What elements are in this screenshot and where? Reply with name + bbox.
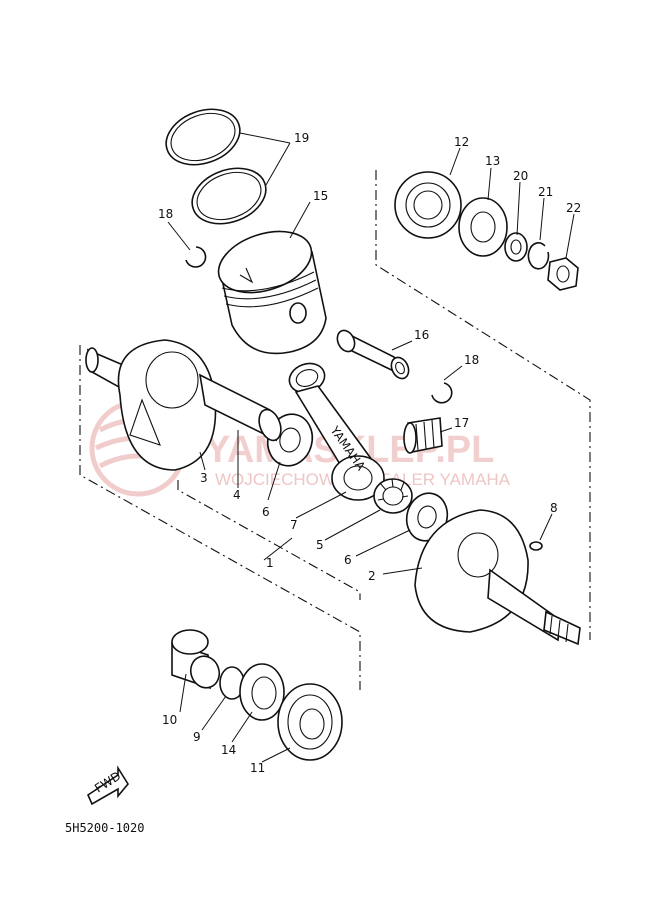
callout-18-upper: 18: [158, 207, 173, 221]
callout-12: 12: [454, 135, 469, 149]
big-end-bearing: [373, 478, 413, 514]
circlip-lower: [431, 382, 453, 404]
diagram-code: 5H5200-1020: [65, 821, 144, 835]
woodruff-key: [529, 541, 543, 551]
oil-seal-13: [458, 197, 508, 257]
washer-20: [504, 232, 528, 262]
bearing-12: [394, 171, 462, 239]
piston-rings: [165, 108, 267, 225]
callout-3: 3: [200, 471, 208, 485]
bearing-11: [277, 683, 343, 761]
circlip-upper: [185, 246, 207, 268]
group-boundaries: [79, 170, 591, 690]
leader-lines: [167, 132, 575, 763]
callout-22: 22: [566, 201, 581, 215]
callout-labels: 1 2 3 4 5 6 6 7 8 9 10 11 12 13 14 15 16…: [158, 131, 581, 775]
connecting-rod: YAMAHA: [288, 362, 385, 501]
callout-6-right: 6: [344, 553, 352, 567]
callout-2: 2: [368, 569, 376, 583]
collar-10: [171, 629, 221, 690]
fwd-arrow-icon: FWD: [86, 765, 129, 806]
callout-14: 14: [221, 743, 236, 757]
piston-pin: [336, 329, 410, 380]
callout-9: 9: [193, 730, 201, 744]
circlip-21: [527, 242, 550, 270]
nut-22: [547, 257, 579, 291]
callout-4: 4: [233, 488, 241, 502]
crank-right: [414, 509, 581, 646]
small-end-bearing: [403, 417, 443, 454]
callout-10: 10: [162, 713, 177, 727]
callout-8: 8: [550, 501, 558, 515]
callout-21: 21: [538, 185, 553, 199]
oil-seal-14: [239, 663, 285, 721]
callout-15: 15: [313, 189, 328, 203]
callout-6-left: 6: [262, 505, 270, 519]
callout-13: 13: [485, 154, 500, 168]
callout-11: 11: [250, 761, 265, 775]
callout-18-lower: 18: [464, 353, 479, 367]
callout-20: 20: [513, 169, 528, 183]
callout-1: 1: [266, 556, 274, 570]
callout-17: 17: [454, 416, 469, 430]
piston: [217, 230, 327, 355]
crank-left: [85, 339, 282, 471]
callout-19: 19: [294, 131, 309, 145]
callout-7: 7: [290, 518, 298, 532]
callout-16: 16: [414, 328, 429, 342]
callout-5: 5: [316, 538, 324, 552]
